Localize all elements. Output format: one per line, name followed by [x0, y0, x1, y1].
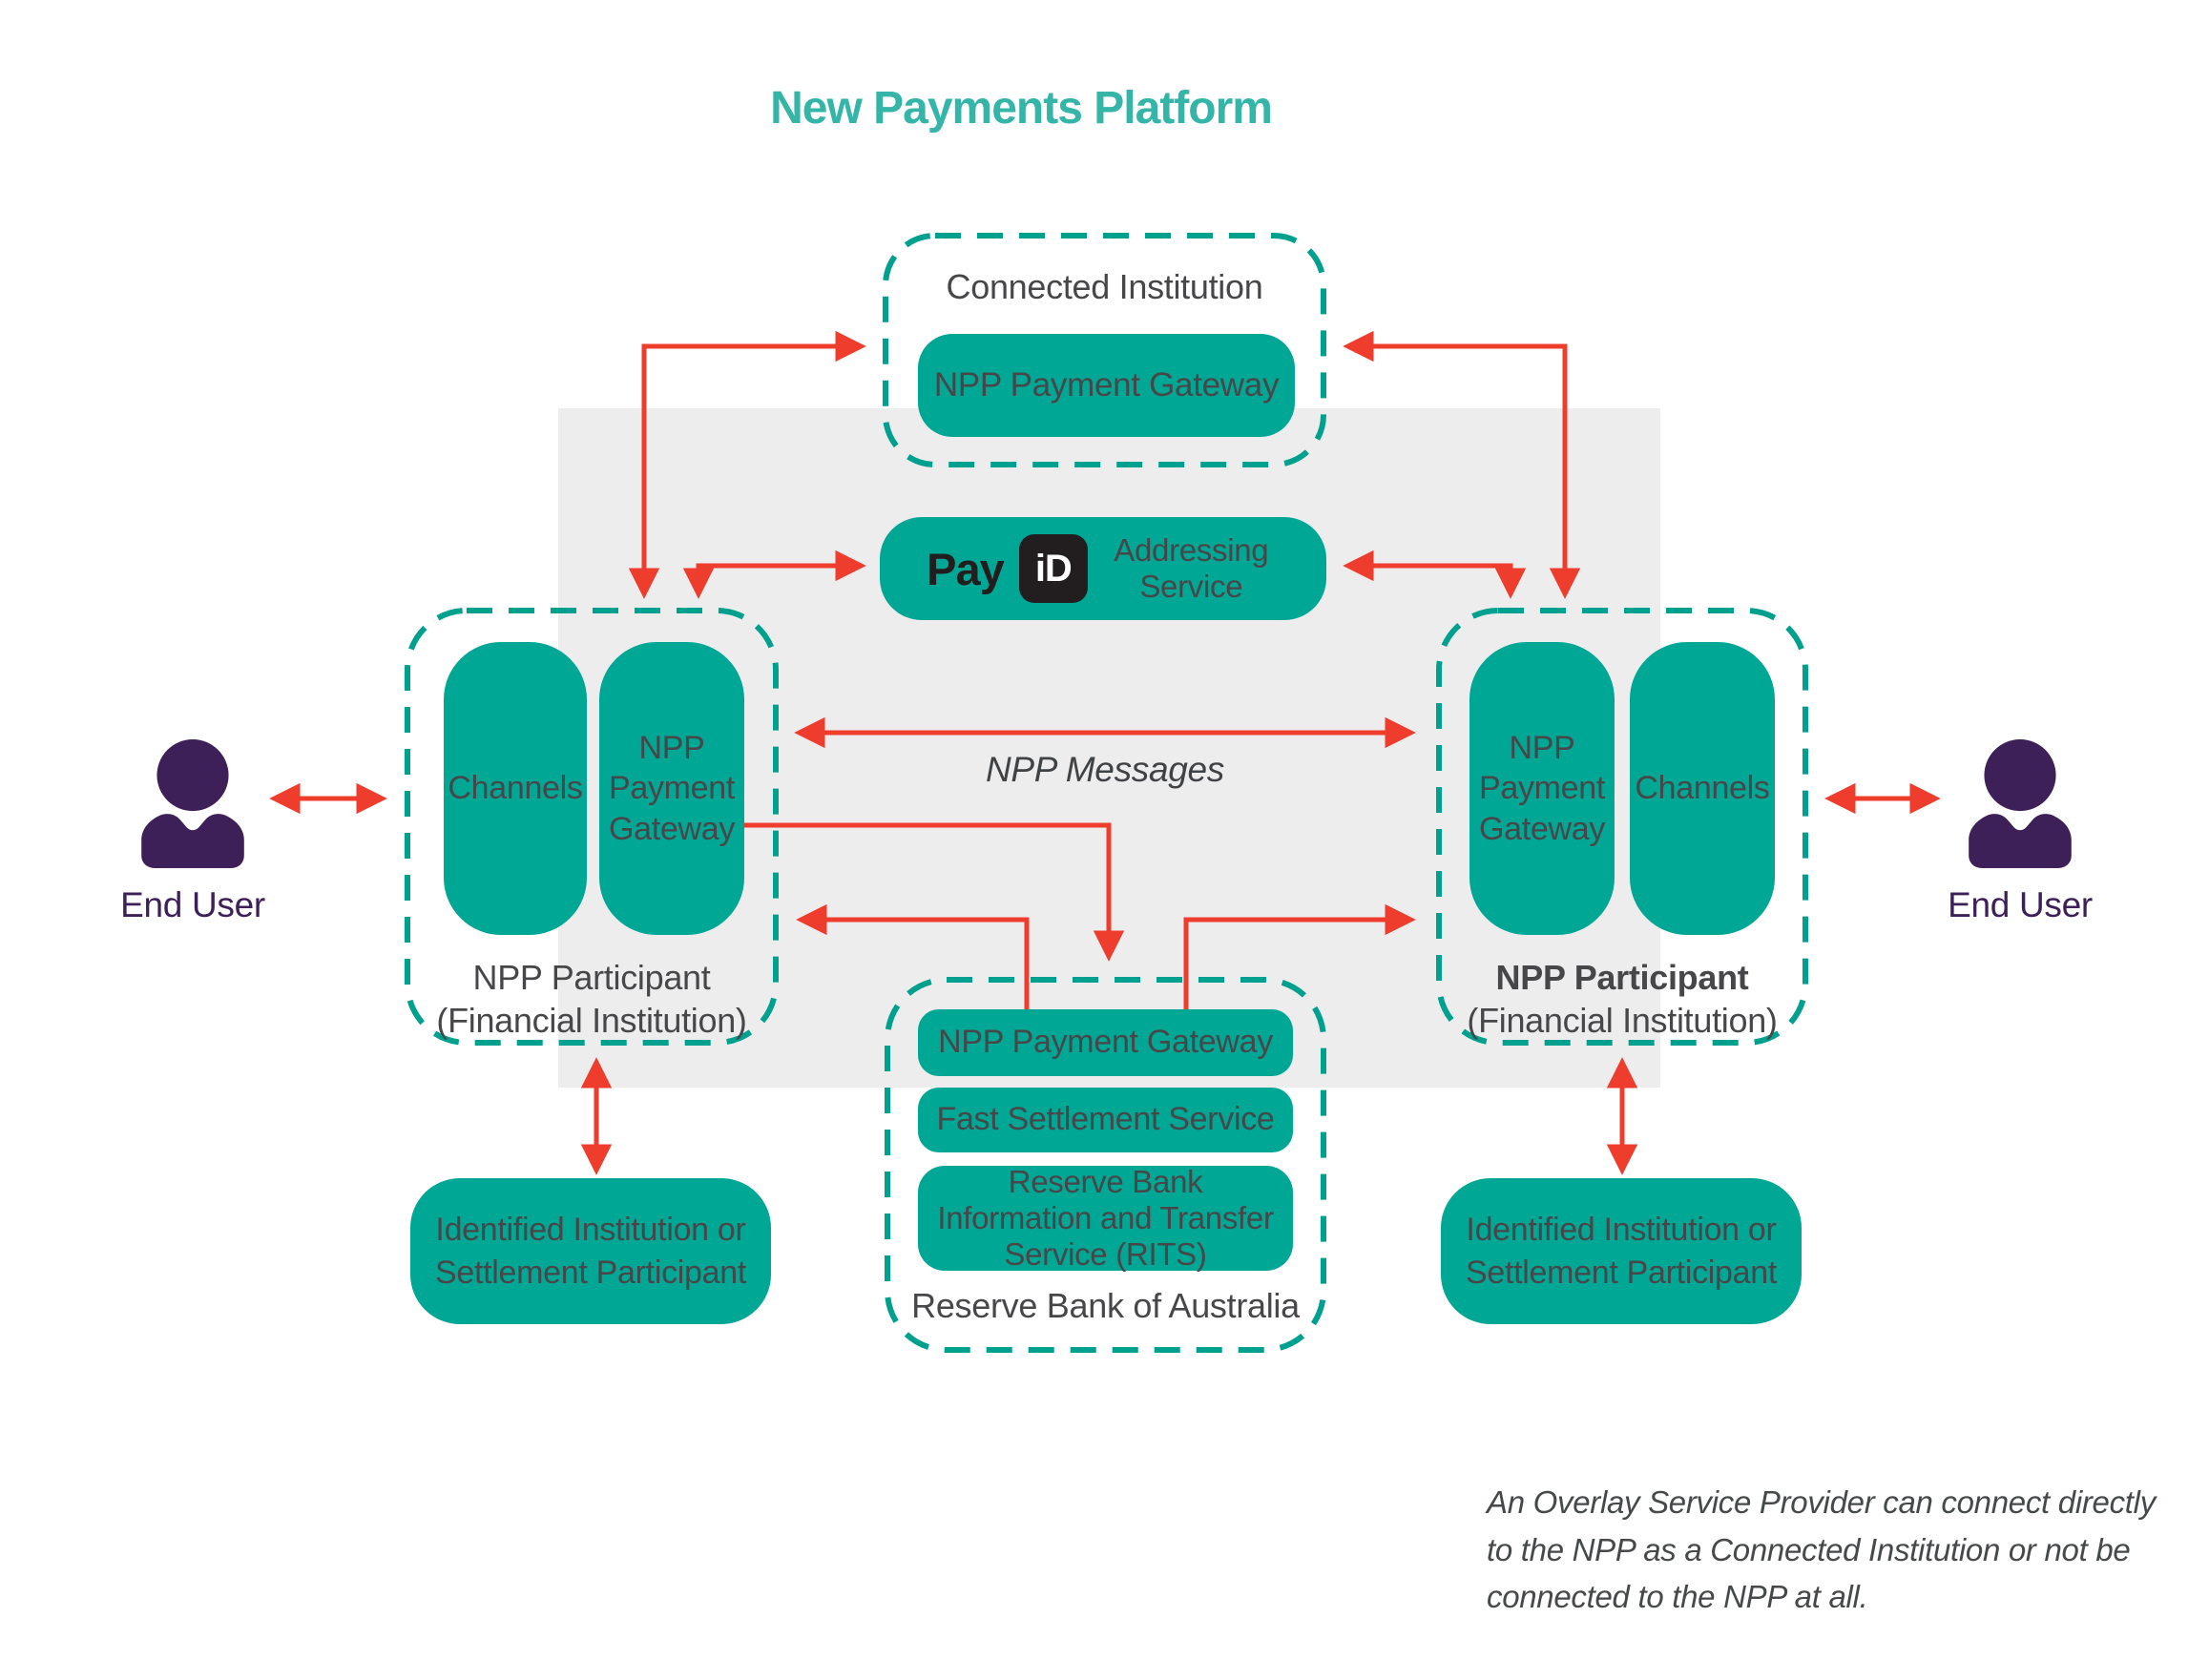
arrow-rba-to-right-participant [1183, 903, 1416, 1009]
connected-institution-gateway-pill: NPP Payment Gateway [918, 334, 1295, 437]
addressing-service-label: Addressing Service [1114, 532, 1269, 604]
arrow-right-participant-addressing-service [1343, 550, 1527, 599]
left-channels-pill: Channels [444, 642, 587, 935]
end-user-left: End User [88, 738, 298, 925]
right-participant-subname: (Financial Institution) [1467, 1001, 1778, 1040]
addressing-service-pill: Pay iD Addressing Service [880, 517, 1326, 620]
identified-institution-left-box: Identified Institution or Settlement Par… [410, 1178, 771, 1324]
arrow-left-participant-addressing-service [682, 550, 866, 599]
rba-rits-pill: Reserve Bank Information and Transfer Se… [918, 1164, 1293, 1272]
end-user-left-icon [141, 739, 244, 868]
end-user-right: End User [1915, 738, 2125, 925]
page-title: New Payments Platform [770, 83, 1273, 134]
left-participant-subname: (Financial Institution) [436, 1001, 747, 1040]
npp-messages-label: NPP Messages [985, 750, 1225, 789]
overlay-service-note: An Overlay Service Provider can connect … [1487, 1484, 2156, 1614]
left-participant-name: NPP Participant [472, 958, 711, 997]
right-participant-label: NPP Participant (Financial Institution) [1439, 956, 1805, 1042]
payid-brand-text: Pay [927, 543, 1005, 594]
rba-gateway-pill: NPP Payment Gateway [918, 1009, 1293, 1076]
rba-label: Reserve Bank of Australia [911, 1286, 1300, 1325]
end-user-left-label: End User [120, 885, 265, 924]
arrow-rba-to-left-participant [796, 903, 1030, 1009]
arrow-left-participant-connected-institution [628, 330, 866, 599]
arrow-left-gateway-to-rba [744, 822, 1125, 962]
arrow-right-participant-connected-institution [1343, 330, 1581, 599]
left-participant-label: NPP Participant (Financial Institution) [407, 956, 776, 1042]
end-user-right-icon [1969, 739, 2072, 868]
identified-institution-right-box: Identified Institution or Settlement Par… [1441, 1178, 1802, 1324]
end-user-right-label: End User [1948, 885, 2093, 924]
right-participant-name: NPP Participant [1495, 958, 1749, 997]
right-gateway-pill: NPP Payment Gateway [1469, 642, 1615, 935]
connected-institution-label: Connected Institution [946, 267, 1263, 306]
left-gateway-pill: NPP Payment Gateway [599, 642, 744, 935]
connected-institution-dashed-box [883, 233, 1326, 467]
right-channels-pill: Channels [1630, 642, 1775, 935]
rba-fss-pill: Fast Settlement Service [918, 1088, 1293, 1152]
payid-logo-icon: iD [1018, 534, 1088, 603]
